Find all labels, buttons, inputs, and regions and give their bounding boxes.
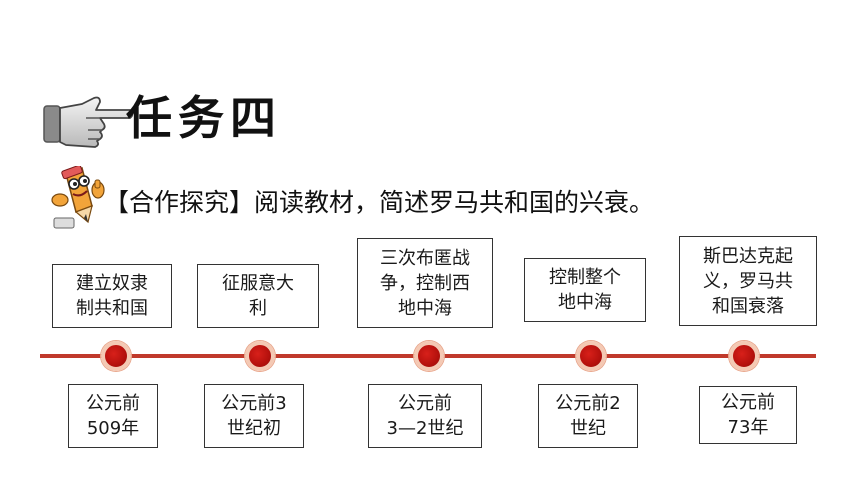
timeline-dot-1 bbox=[101, 341, 131, 371]
timeline-dot-3 bbox=[414, 341, 444, 371]
timeline-dot-5 bbox=[729, 341, 759, 371]
event-box-5: 斯巴达克起 义，罗马共 和国衰落 bbox=[679, 236, 817, 326]
timeline-dot-4 bbox=[576, 341, 606, 371]
date-box-4: 公元前2 世纪 bbox=[538, 384, 638, 448]
date-box-2: 公元前3 世纪初 bbox=[204, 384, 304, 448]
date-box-1: 公元前 509年 bbox=[68, 384, 158, 448]
event-box-3: 三次布匿战 争，控制西 地中海 bbox=[357, 238, 493, 328]
event-box-1: 建立奴隶 制共和国 bbox=[52, 264, 172, 328]
task-instruction: 【合作探究】阅读教材，简述罗马共和国的兴衰。 bbox=[104, 188, 655, 217]
page-title: 任务四 bbox=[126, 91, 282, 145]
event-box-4: 控制整个 地中海 bbox=[524, 258, 646, 322]
event-box-2: 征服意大 利 bbox=[197, 264, 319, 328]
pencil-mascot-icon bbox=[51, 166, 105, 229]
date-box-5: 公元前 73年 bbox=[699, 386, 797, 444]
pointing-hand-icon bbox=[43, 96, 134, 148]
date-box-3: 公元前 3—2世纪 bbox=[368, 384, 482, 448]
timeline-dot-2 bbox=[245, 341, 275, 371]
